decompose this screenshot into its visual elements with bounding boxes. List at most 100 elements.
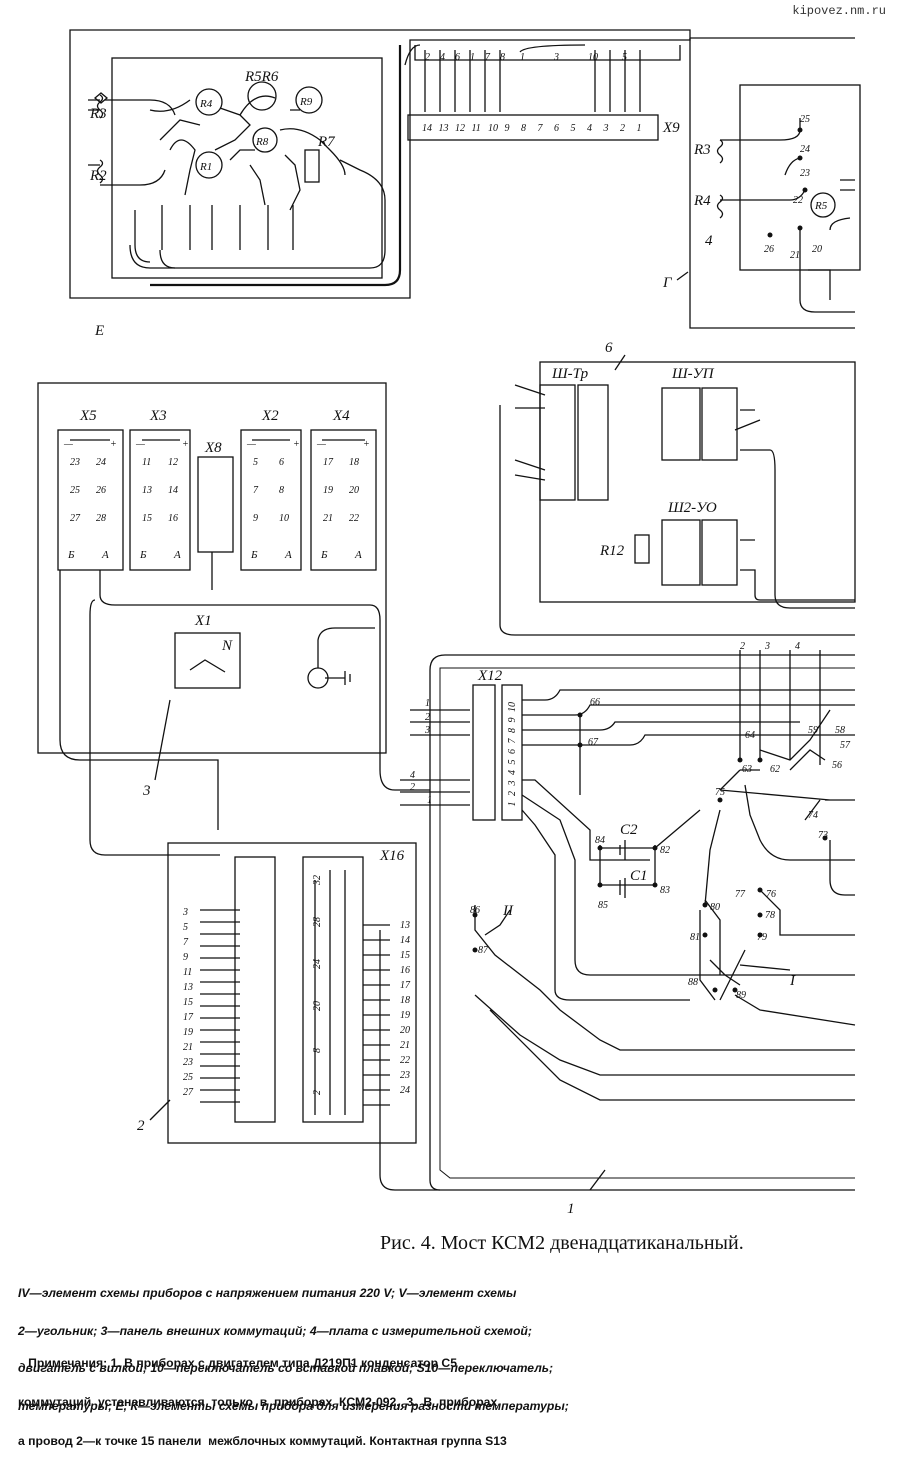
terminal-pin-label: 18 xyxy=(349,457,359,468)
x12-pin-label: 4 xyxy=(507,770,518,775)
block-1-label: 1 xyxy=(567,1201,575,1217)
sh-tr-label: Ш-Тр xyxy=(551,366,589,382)
terminal-a-label: А xyxy=(354,549,362,561)
minus-sign: — xyxy=(63,439,73,450)
node-label: 74 xyxy=(808,810,818,821)
switch-i-label: I xyxy=(789,973,796,989)
x9-pin-label: 5 xyxy=(571,123,576,134)
x9-strip xyxy=(407,114,659,141)
terminal-a-label: А xyxy=(101,549,109,561)
node-label: 21 xyxy=(790,250,800,261)
x16-label: X16 xyxy=(379,848,405,864)
x16-mid-label: 28 xyxy=(312,917,323,927)
terminal-pin-label: 25 xyxy=(70,485,80,496)
x2-label: X2 xyxy=(261,408,279,424)
x16-mid-label: 8 xyxy=(312,1048,323,1053)
node-label: 76 xyxy=(766,889,776,900)
x9-pin-label: 4 xyxy=(587,123,592,134)
notes-line: Примечания: 1. В приборах с двигателем т… xyxy=(18,1356,458,1370)
x12-pin-label: 7 xyxy=(507,738,518,744)
terminal-pin-label: 17 xyxy=(323,457,334,468)
x16-mid-label: 24 xyxy=(312,959,323,969)
x9-pin-label: 11 xyxy=(472,123,481,134)
terminal-pin-label: 12 xyxy=(168,457,178,468)
node-label: 66 xyxy=(590,697,600,708)
node-label: 63 xyxy=(742,764,752,775)
x16-right-label: 23 xyxy=(400,1070,410,1081)
node-label: 25 xyxy=(800,114,810,125)
notes-block: Примечания: 1. В приборах с двигателем т… xyxy=(18,1331,868,1461)
terminal-pin-label: 21 xyxy=(323,513,333,524)
x16-left-label: 7 xyxy=(183,937,189,948)
terminal-pin-label: 19 xyxy=(323,485,333,496)
x16-left-label: 15 xyxy=(183,997,193,1008)
x9-pin-label: 7 xyxy=(538,123,544,134)
x5-label: X5 xyxy=(79,408,97,424)
node-label: 87 xyxy=(478,945,489,956)
terminal-pin-label: 6 xyxy=(279,457,284,468)
x4-label: X4 xyxy=(332,408,350,424)
notes-line: коммутаций устанавливаются только в приб… xyxy=(18,1395,498,1409)
x9-top-label: 3 xyxy=(553,52,559,63)
r12-label: R12 xyxy=(599,543,625,559)
x9-top-label: 2 xyxy=(425,52,430,63)
x16-right-label: 13 xyxy=(400,920,410,931)
x9-label: X9 xyxy=(662,120,680,136)
x9-top-label: 1 xyxy=(520,52,525,63)
block-2-label: 2 xyxy=(137,1118,145,1134)
circuit-svg: Е Г 6 3 2 1 4 II I R3 R2 R5R6 R4 R9 R8 R… xyxy=(37,29,861,1217)
r4-label: R4 xyxy=(199,98,213,110)
legend-description: IV—элемент схемы приборов с напряжением … xyxy=(18,1262,868,1425)
x12-pin-label: 3 xyxy=(507,781,518,787)
node-label: 22 xyxy=(793,195,803,206)
block-g-frame xyxy=(689,37,855,329)
x9-pin-label: 8 xyxy=(521,123,526,134)
x16-right-label: 17 xyxy=(400,980,411,991)
r1-label: R1 xyxy=(199,161,212,173)
x9-pin-label: 10 xyxy=(488,123,498,134)
x9-pin-label: 6 xyxy=(554,123,559,134)
x9-pin-label: 13 xyxy=(439,123,449,134)
description-line: двигатель с вилкой; 10—переключатель со … xyxy=(18,1361,554,1375)
x1-label: X1 xyxy=(194,613,212,629)
node-label: 78 xyxy=(765,910,775,921)
node-label: 81 xyxy=(690,932,700,943)
wire-number: 3 xyxy=(424,725,430,736)
plus-sign: + xyxy=(363,439,370,450)
x16-mid-label: 32 xyxy=(312,875,323,886)
description-line: температуры; Е, К—элементы схемы прибора… xyxy=(18,1398,569,1413)
terminal-pin-label: 14 xyxy=(168,485,178,496)
node-label: 67 xyxy=(588,737,599,748)
wire-number: 2 xyxy=(740,641,745,652)
c1-label: C1 xyxy=(630,868,648,884)
x16-mid-label: 2 xyxy=(312,1090,323,1095)
node-label: 62 xyxy=(770,764,780,775)
x16-right-label: 16 xyxy=(400,965,410,976)
x9-top-label: 1 xyxy=(470,52,475,63)
x9-pin-label: 2 xyxy=(620,123,625,134)
x9-top-label: 5 xyxy=(622,52,627,63)
x9-top-label: 7 xyxy=(485,52,491,63)
terminal-pin-label: 10 xyxy=(279,513,289,524)
terminal-pin-label: 11 xyxy=(142,457,151,468)
x12-pin-label: 8 xyxy=(507,728,518,733)
wire-number: 4 xyxy=(795,641,800,652)
terminal-pin-label: 20 xyxy=(349,485,359,496)
x16-right-label: 14 xyxy=(400,935,410,946)
switch-ii-label: II xyxy=(502,903,514,919)
description-line: 2—угольник; 3—панель внешних коммутаций;… xyxy=(18,1323,532,1338)
x12-pin-label: 5 xyxy=(507,760,518,765)
c2-label: C2 xyxy=(620,822,638,838)
r9-label: R9 xyxy=(299,96,313,108)
x16-left-label: 25 xyxy=(183,1072,193,1083)
r2-label: R2 xyxy=(89,168,107,184)
block-g-label: Г xyxy=(662,275,673,291)
terminal-a-label: А xyxy=(284,549,292,561)
minus-sign: — xyxy=(316,439,326,450)
terminal-pin-label: 26 xyxy=(96,485,106,496)
sh-up-label: Ш-УП xyxy=(671,366,715,382)
x16-left-label: 13 xyxy=(183,982,193,993)
plus-sign: + xyxy=(182,439,189,450)
minus-sign: — xyxy=(135,439,145,450)
x16-left-label: 27 xyxy=(183,1087,194,1098)
